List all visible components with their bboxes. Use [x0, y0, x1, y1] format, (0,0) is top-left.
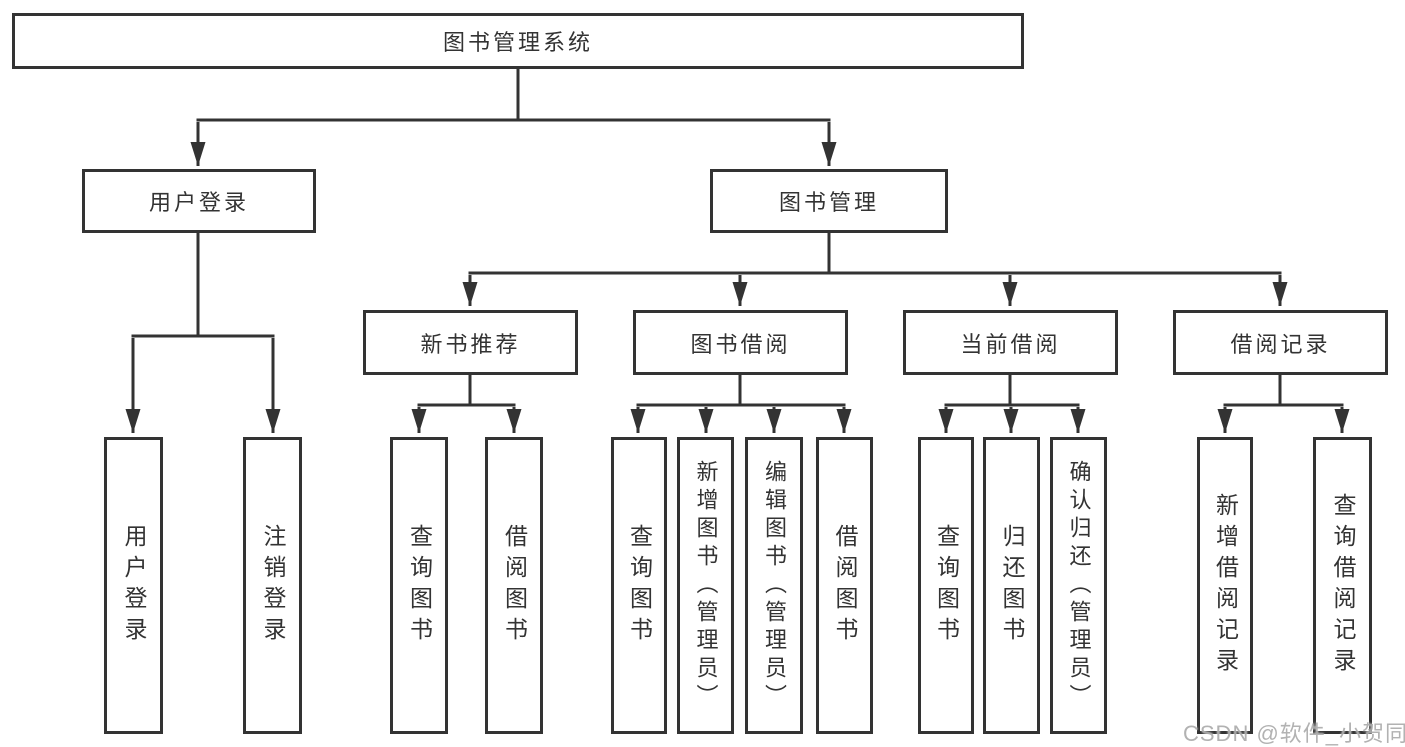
node-label: 图书管理: [778, 190, 879, 215]
leaf-query-books: 查询图书: [611, 437, 667, 734]
leaf-label: 新增图书（管理员）: [693, 459, 719, 712]
node-root-label: 图书管理系统: [442, 30, 593, 55]
node-label: 用户登录: [148, 190, 249, 215]
node-book-borrow: 图书借阅: [633, 310, 848, 375]
leaf-label: 编辑图书（管理员）: [762, 459, 787, 712]
leaf-edit-books-admin: 编辑图书（管理员）: [745, 437, 803, 734]
leaf-label: 确认归还（管理员）: [1066, 459, 1092, 712]
leaf-label: 借阅图书: [501, 523, 528, 648]
leaf-label: 新增借阅记录: [1212, 492, 1239, 679]
node-label: 借阅记录: [1230, 331, 1331, 357]
leaf-return-books: 归还图书: [983, 437, 1040, 734]
leaf-logout: 注销登录: [243, 437, 302, 734]
node-borrow-records: 借阅记录: [1173, 310, 1388, 375]
node-label: 当前借阅: [960, 331, 1061, 357]
leaf-label: 查询借阅记录: [1330, 492, 1356, 679]
leaf-query-books: 查询图书: [918, 437, 974, 734]
node-new-book-recommend: 新书推荐: [363, 310, 578, 375]
leaf-label: 归还图书: [999, 523, 1025, 648]
leaf-add-books-admin: 新增图书（管理员）: [677, 437, 734, 734]
leaf-user-login: 用户登录: [104, 437, 163, 734]
leaf-query-books: 查询图书: [390, 437, 448, 734]
leaf-label: 查询图书: [626, 523, 653, 648]
leaf-label: 查询图书: [406, 523, 433, 648]
node-book-management: 图书管理: [710, 169, 948, 233]
leaf-label: 借阅图书: [832, 523, 858, 648]
leaf-label: 用户登录: [121, 523, 147, 648]
csdn-watermark: CSDN @软件_小贺同学: [1183, 721, 1405, 746]
leaf-confirm-return-admin: 确认归还（管理员）: [1050, 437, 1107, 734]
leaf-query-borrow-record: 查询借阅记录: [1313, 437, 1372, 734]
leaf-borrow-books: 借阅图书: [485, 437, 543, 734]
node-label: 图书借阅: [690, 331, 791, 357]
leaf-add-borrow-record: 新增借阅记录: [1197, 437, 1253, 734]
leaf-label: 查询图书: [933, 523, 960, 648]
node-root: 图书管理系统: [12, 13, 1024, 69]
node-current-borrow: 当前借阅: [903, 310, 1118, 375]
leaf-borrow-books: 借阅图书: [816, 437, 873, 734]
leaf-label: 注销登录: [260, 523, 286, 648]
node-label: 新书推荐: [420, 331, 521, 357]
node-user-login: 用户登录: [82, 169, 316, 233]
